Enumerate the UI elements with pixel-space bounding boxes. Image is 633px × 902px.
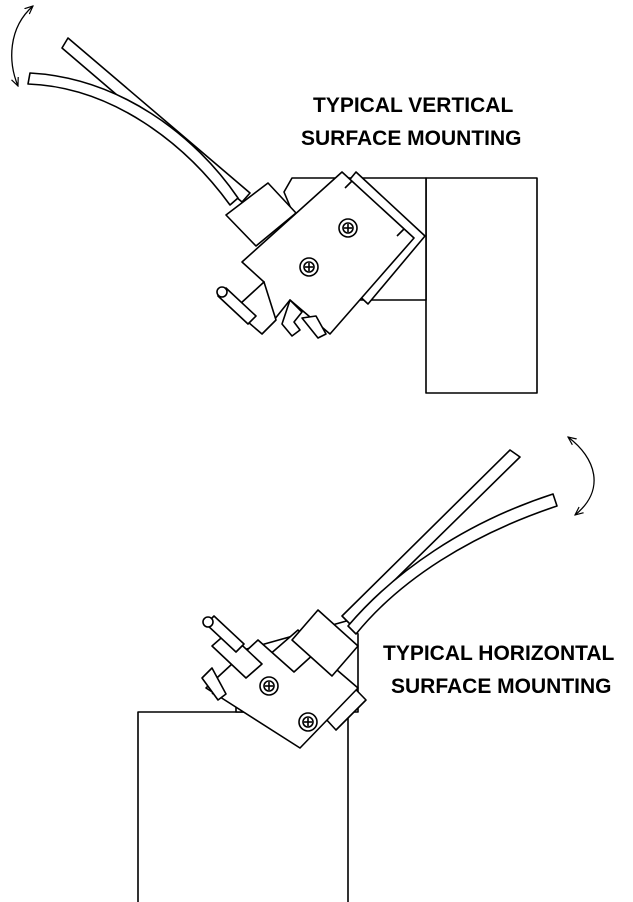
vertical-tab bbox=[281, 299, 303, 337]
vertical-body-edge-2 bbox=[396, 228, 405, 237]
vertical-rotation-arrow bbox=[12, 6, 33, 86]
horizontal-screw-upper bbox=[259, 676, 279, 696]
vertical-body-edge bbox=[344, 180, 353, 189]
horizontal-rotation-arrow bbox=[568, 437, 595, 515]
vertical-roller bbox=[216, 286, 228, 298]
horizontal-cable-housing bbox=[291, 609, 359, 677]
vertical-mounting-assembly bbox=[27, 37, 538, 394]
vertical-cable-lower bbox=[27, 72, 239, 206]
vertical-screw-lower bbox=[299, 257, 319, 277]
vertical-label-line1: TYPICAL VERTICAL bbox=[313, 94, 513, 117]
vertical-fin bbox=[301, 315, 327, 339]
vertical-mounting-surface bbox=[425, 177, 538, 394]
vertical-label-line2: SURFACE MOUNTING bbox=[301, 127, 522, 150]
horizontal-screw-lower bbox=[298, 712, 318, 732]
horizontal-fin bbox=[201, 667, 227, 701]
vertical-screw-upper bbox=[338, 218, 358, 238]
horizontal-mounting-surface bbox=[137, 711, 349, 902]
vertical-cable-housing bbox=[225, 182, 297, 247]
horizontal-roller bbox=[202, 616, 214, 628]
horizontal-label-line2: SURFACE MOUNTING bbox=[391, 675, 612, 698]
horizontal-mounting-assembly bbox=[137, 449, 558, 902]
horizontal-label-line1: TYPICAL HORIZONTAL bbox=[383, 642, 615, 665]
horizontal-cable-lower bbox=[347, 493, 558, 635]
horizontal-cable-upper bbox=[341, 449, 521, 625]
